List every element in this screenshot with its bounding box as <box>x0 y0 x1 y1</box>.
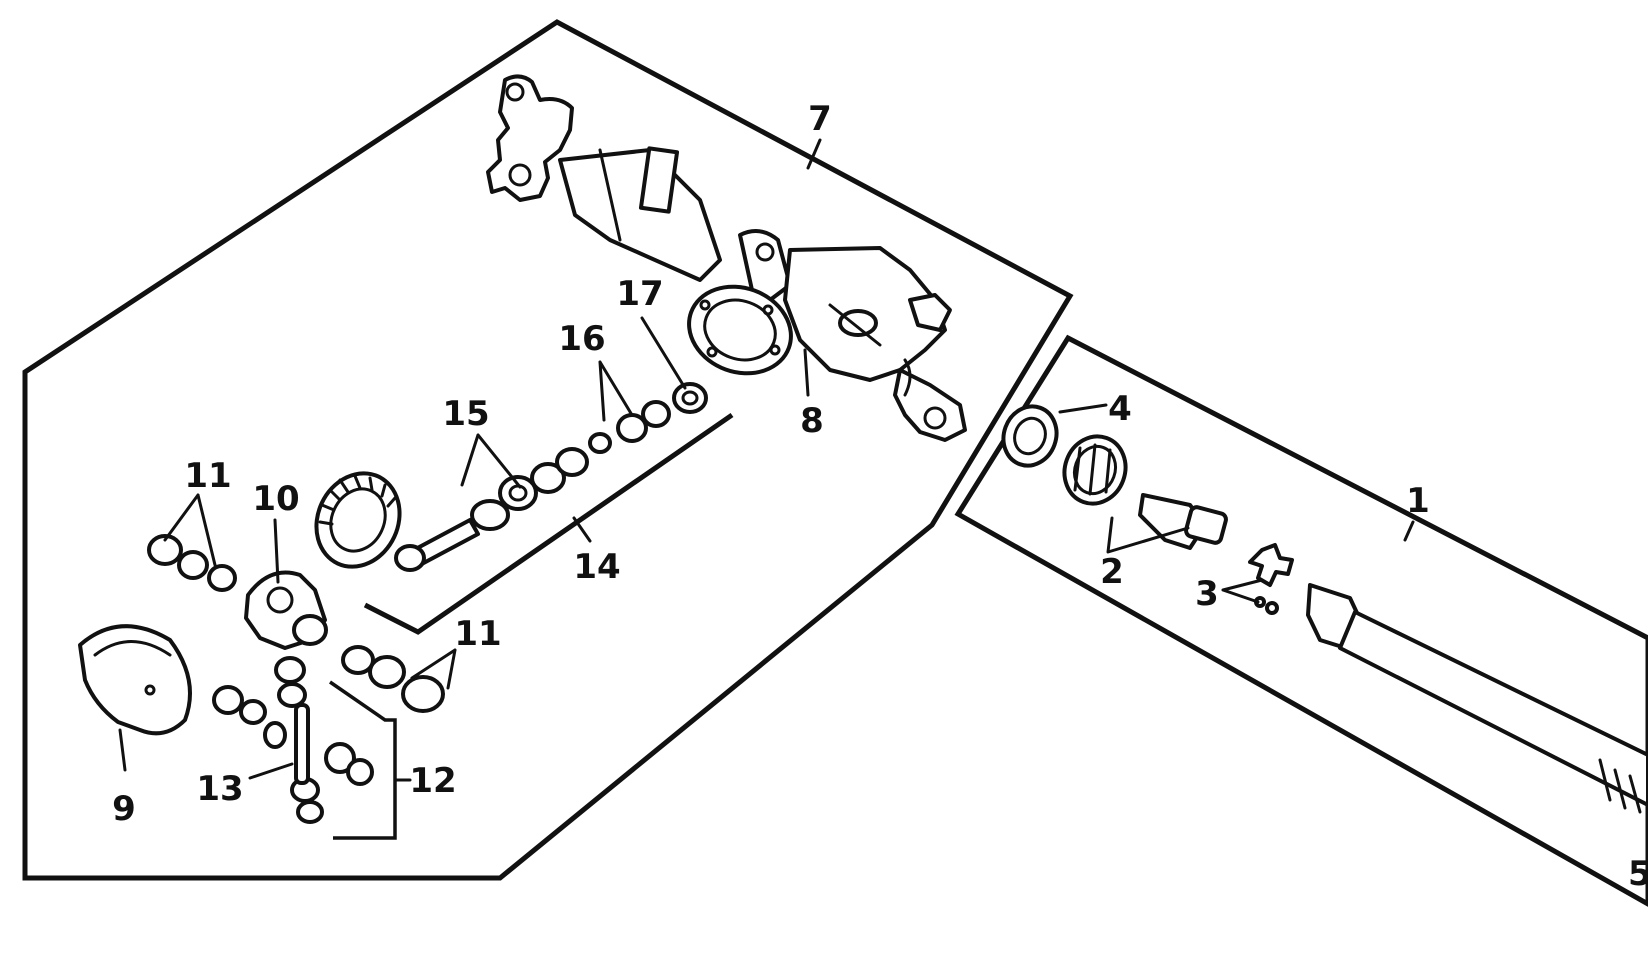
pinion-bearing-set <box>498 447 589 511</box>
universal-joint-yoke <box>1138 493 1228 550</box>
callout-7: 7 <box>808 99 832 139</box>
axle-shaft <box>1306 583 1648 814</box>
callout-4: 4 <box>1108 389 1132 429</box>
differential-cover <box>78 624 192 736</box>
callout-11-left: 11 <box>184 456 231 496</box>
side-bearing-left <box>147 534 237 592</box>
callout-16: 16 <box>558 319 605 359</box>
callout-15: 15 <box>442 394 489 434</box>
callout-10: 10 <box>252 479 299 519</box>
callout-13: 13 <box>196 769 243 809</box>
axle-bearing <box>1062 434 1128 506</box>
side-gear-set <box>212 656 374 824</box>
pinion-nut <box>672 382 708 414</box>
callout-2: 2 <box>1100 552 1124 592</box>
callout-8: 8 <box>800 401 824 441</box>
callout-12-bracket <box>329 680 412 840</box>
ring-gear <box>314 471 402 569</box>
axle-housing <box>486 74 967 442</box>
callout-1: 1 <box>1406 481 1430 521</box>
callout-5: 5 <box>1628 854 1648 894</box>
callout-3: 3 <box>1195 574 1219 614</box>
callout-17: 17 <box>616 274 663 314</box>
axle-shaft-group-frame <box>954 334 1648 907</box>
callout-12: 12 <box>409 761 456 801</box>
pinion-cross-shaft <box>294 703 310 785</box>
differential-subgroup-frame <box>363 412 734 635</box>
pinion-gear <box>394 499 510 572</box>
leader-lines <box>118 138 1415 780</box>
axle-seal <box>1001 404 1059 468</box>
callout-14: 14 <box>573 547 620 587</box>
callout-11-right: 11 <box>454 614 501 654</box>
side-bearing-right <box>341 645 445 713</box>
callout-9: 9 <box>112 789 136 829</box>
differential-case <box>244 570 328 650</box>
housing-group-frame <box>22 19 1074 881</box>
